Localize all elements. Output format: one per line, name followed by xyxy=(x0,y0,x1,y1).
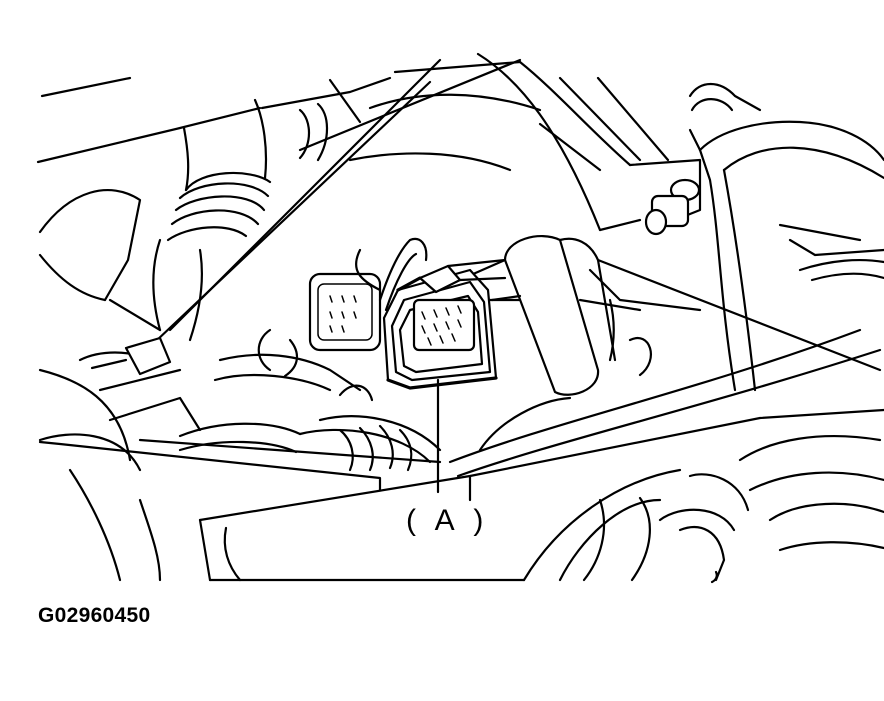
lower-harness xyxy=(138,328,882,478)
lower-panel xyxy=(38,408,884,582)
wire-loop xyxy=(354,237,428,312)
bolt-bracket xyxy=(578,158,702,377)
wire-harness-left xyxy=(38,98,328,472)
upper-hose xyxy=(688,82,884,392)
lower-right-tubes xyxy=(522,435,884,584)
pipe-cylinder xyxy=(453,235,882,396)
figure-id: G02960450 xyxy=(38,604,151,627)
small-connector xyxy=(308,272,382,352)
main-connector xyxy=(382,258,522,390)
callout-label-a: ( A ) xyxy=(406,504,489,537)
